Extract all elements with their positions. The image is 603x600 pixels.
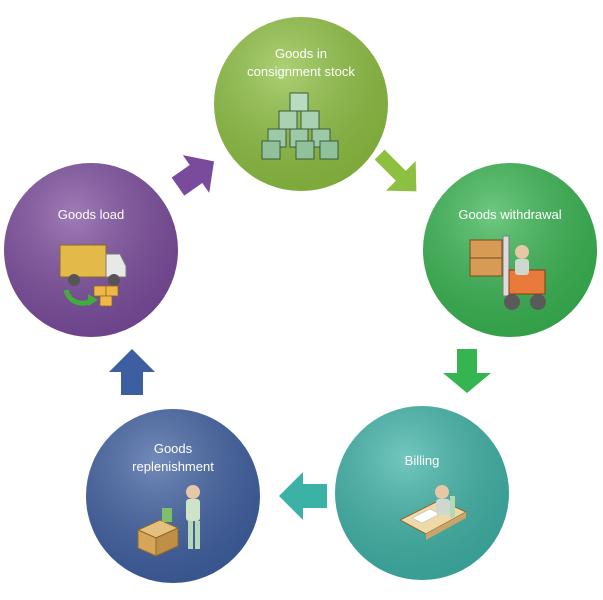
desk-worker-icon <box>398 485 468 540</box>
stacked-cubes-icon <box>261 92 339 160</box>
node-billing: Billing <box>335 406 509 580</box>
arrow-load-to-consignment <box>171 155 215 196</box>
node-title-line: Goods in <box>275 46 327 61</box>
forklift-worker-icon <box>469 235 546 310</box>
cycle-arrows <box>109 149 491 520</box>
arrow-withdrawal-to-billing <box>443 349 491 393</box>
delivery-truck-icon <box>59 244 127 307</box>
node-goods-withdrawal: Goods withdrawal <box>423 163 597 337</box>
node-title-line: replenishment <box>132 459 214 474</box>
node-goods-load: Goods load <box>4 163 178 337</box>
node-consignment-stock: Goods in consignment stock <box>214 17 388 191</box>
node-title-line: consignment stock <box>247 64 355 79</box>
node-title-line: Goods <box>154 441 193 456</box>
node-title-line: Goods load <box>58 207 125 222</box>
arrow-replenishment-to-load <box>109 349 155 395</box>
arrow-billing-to-replenishment <box>279 472 327 520</box>
node-title-line: Billing <box>405 453 440 468</box>
node-title-line: Goods withdrawal <box>458 207 561 222</box>
node-goods-replenishment: Goods replenishment <box>86 409 260 583</box>
arrow-consignment-to-withdrawal <box>374 149 417 192</box>
box-packing-worker-icon <box>136 485 200 557</box>
